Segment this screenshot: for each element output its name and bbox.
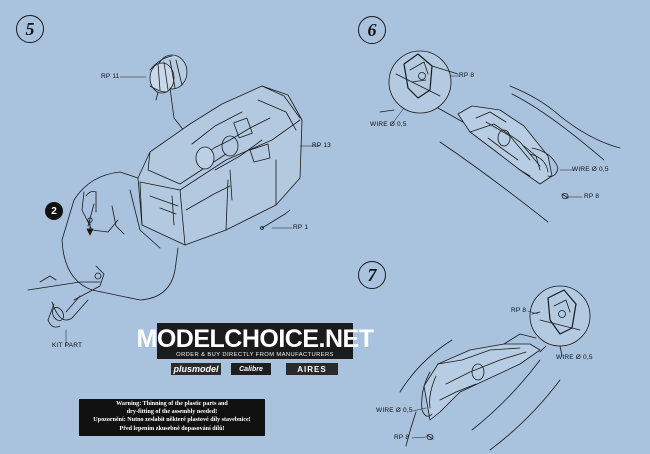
- sub-assembly-2-badge: 2: [45, 202, 63, 220]
- rp1-part-drawing: [260, 209, 293, 230]
- step7-wire-left-label: WIRE Ø 0,5: [376, 407, 413, 414]
- step6-rp8-top-label: RP 8: [459, 72, 475, 79]
- modelchoice-title: MODELCHOICE.NET: [136, 325, 374, 353]
- step-5-number: 5: [16, 15, 44, 43]
- step7-drawing: [399, 285, 591, 451]
- kit-part-label: KIT PART: [52, 342, 83, 349]
- warning-line-3: Upozornění: Nutno zeslabit některé plast…: [93, 417, 251, 424]
- control-stick-drawing: [27, 171, 179, 346]
- rp1-label: RP 1: [293, 224, 309, 231]
- plusmodel-logo: plusmodel: [171, 363, 221, 375]
- calibre-logo: Calibre: [231, 363, 271, 375]
- warning-line-2: dry-fitting of the assembly needed!: [126, 409, 218, 416]
- step6-drawing: [379, 50, 621, 223]
- step7-rp8-top-label: RP 8: [511, 307, 527, 314]
- step6-rp8-bottom-label: RP 8: [584, 193, 600, 200]
- step-6-number: 6: [358, 16, 386, 44]
- rp11-label: RP 11: [101, 73, 120, 80]
- step6-wire-left-label: WIRE Ø 0,5: [370, 121, 407, 128]
- cockpit-tub-drawing: [137, 85, 321, 246]
- warning-line-1: Warning: Thinning of the plastic parts a…: [116, 401, 228, 407]
- aires-logo: AIRES: [286, 363, 338, 375]
- warning-box: Warning: Thinning of the plastic parts a…: [79, 399, 265, 436]
- warning-line-4: Před lepením zkusebně dopasování dílů!: [119, 425, 225, 432]
- step6-wire-right-label: WIRE Ø 0,5: [572, 166, 609, 173]
- modelchoice-banner[interactable]: MODELCHOICE.NET: [137, 323, 374, 359]
- step7-wire-right-label: WIRE Ø 0,5: [556, 354, 593, 361]
- rp13-label: RP 13: [312, 142, 331, 149]
- step-7-number: 7: [358, 261, 386, 289]
- modelchoice-tagline: ORDER & BUY DIRECTLY FROM MANUFACTURERS: [176, 351, 334, 358]
- step7-rp8-bottom-label: RP 8: [394, 434, 410, 441]
